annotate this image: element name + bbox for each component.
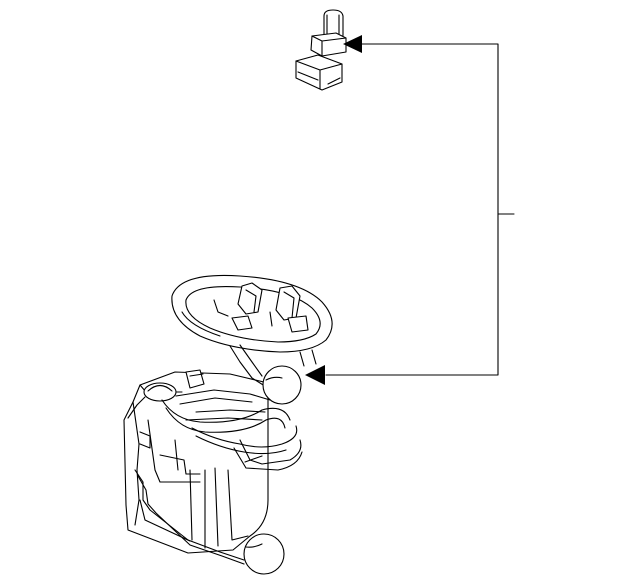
arrow-to-connector xyxy=(343,35,362,53)
fuel-pump-module-assembly xyxy=(123,274,333,575)
arrow-to-module xyxy=(305,365,325,385)
sender-unit-connector xyxy=(295,9,347,91)
callout-bracket xyxy=(305,35,515,385)
